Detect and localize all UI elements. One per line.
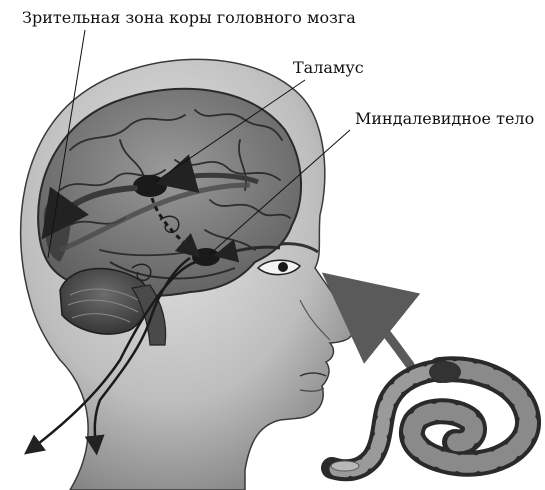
- snake-illustration: [321, 356, 541, 482]
- amygdala-node: [192, 248, 220, 266]
- snake-head: [429, 361, 461, 383]
- thalamus-node: [133, 175, 167, 197]
- output-arrows: [24, 256, 197, 456]
- cerebellum: [59, 267, 150, 335]
- snake-rattle: [330, 460, 360, 472]
- hippocampus-icon: [131, 215, 180, 282]
- visual-input-arrow: [321, 272, 421, 370]
- eye-pupil: [278, 262, 288, 272]
- label-visual-cortex: Зрительная зона коры головного мозга: [22, 8, 356, 27]
- label-amygdala: Миндалевидное тело: [355, 109, 534, 128]
- neural-pathways: [41, 154, 281, 263]
- face-details: [250, 242, 331, 392]
- leader-lines: [47, 29, 351, 259]
- label-thalamus: Таламус: [293, 58, 364, 77]
